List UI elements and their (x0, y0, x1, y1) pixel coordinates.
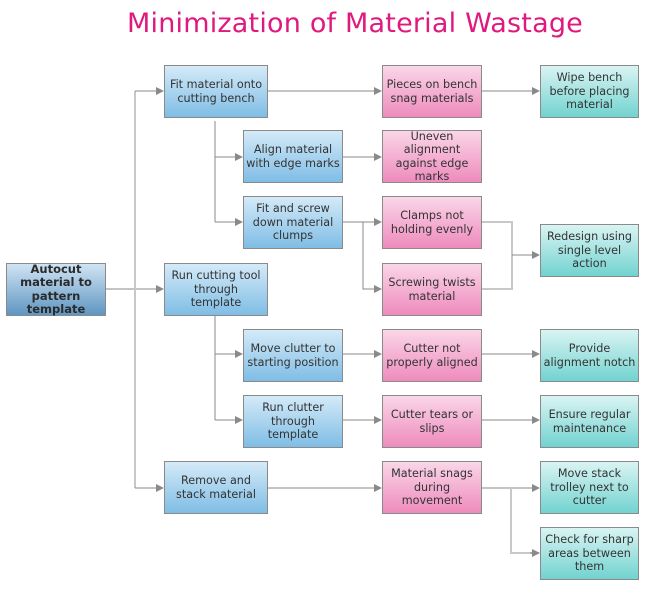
node-provide-notch[interactable]: Provide alignment notch (540, 329, 639, 382)
node-clamps-not-holding[interactable]: Clamps not holding evenly (382, 196, 482, 249)
node-material-snags[interactable]: Material snags during movement (382, 461, 482, 514)
node-fit-material[interactable]: Fit material onto cutting bench (164, 65, 268, 118)
node-cutter-not-aligned[interactable]: Cutter not properly aligned (382, 329, 482, 382)
node-pieces-snag[interactable]: Pieces on bench snag materials (382, 65, 482, 118)
node-remove-stack[interactable]: Remove and stack material (164, 461, 268, 514)
node-align-material[interactable]: Align material with edge marks (243, 130, 343, 183)
node-screwing-twists[interactable]: Screwing twists material (382, 263, 482, 316)
connector-screw-down (362, 222, 382, 293)
node-fit-screw[interactable]: Fit and screw down material clumps (243, 196, 343, 249)
connector-clamps-merge (482, 221, 513, 290)
node-check-sharp[interactable]: Check for sharp areas between them (540, 527, 639, 580)
node-ensure-maintenance[interactable]: Ensure regular maintenance (540, 395, 639, 448)
root-node[interactable]: Autocut material to pattern template (6, 262, 106, 316)
node-redesign[interactable]: Redesign using single level action (540, 224, 639, 277)
node-run-clutter[interactable]: Run clutter through template (243, 395, 343, 448)
node-move-trolley[interactable]: Move stack trolley next to cutter (540, 461, 639, 514)
node-cutter-tears[interactable]: Cutter tears or slips (382, 395, 482, 448)
node-uneven-alignment[interactable]: Uneven alignment against edge marks (382, 130, 482, 183)
node-run-cutting-tool[interactable]: Run cutting tool through template (164, 263, 268, 316)
node-move-clutter[interactable]: Move clutter to starting position (243, 329, 343, 382)
diagram-title: Minimization of Material Wastage (127, 8, 583, 39)
connector-snags-check (510, 488, 539, 554)
node-wipe-bench[interactable]: Wipe bench before placing material (540, 65, 639, 118)
